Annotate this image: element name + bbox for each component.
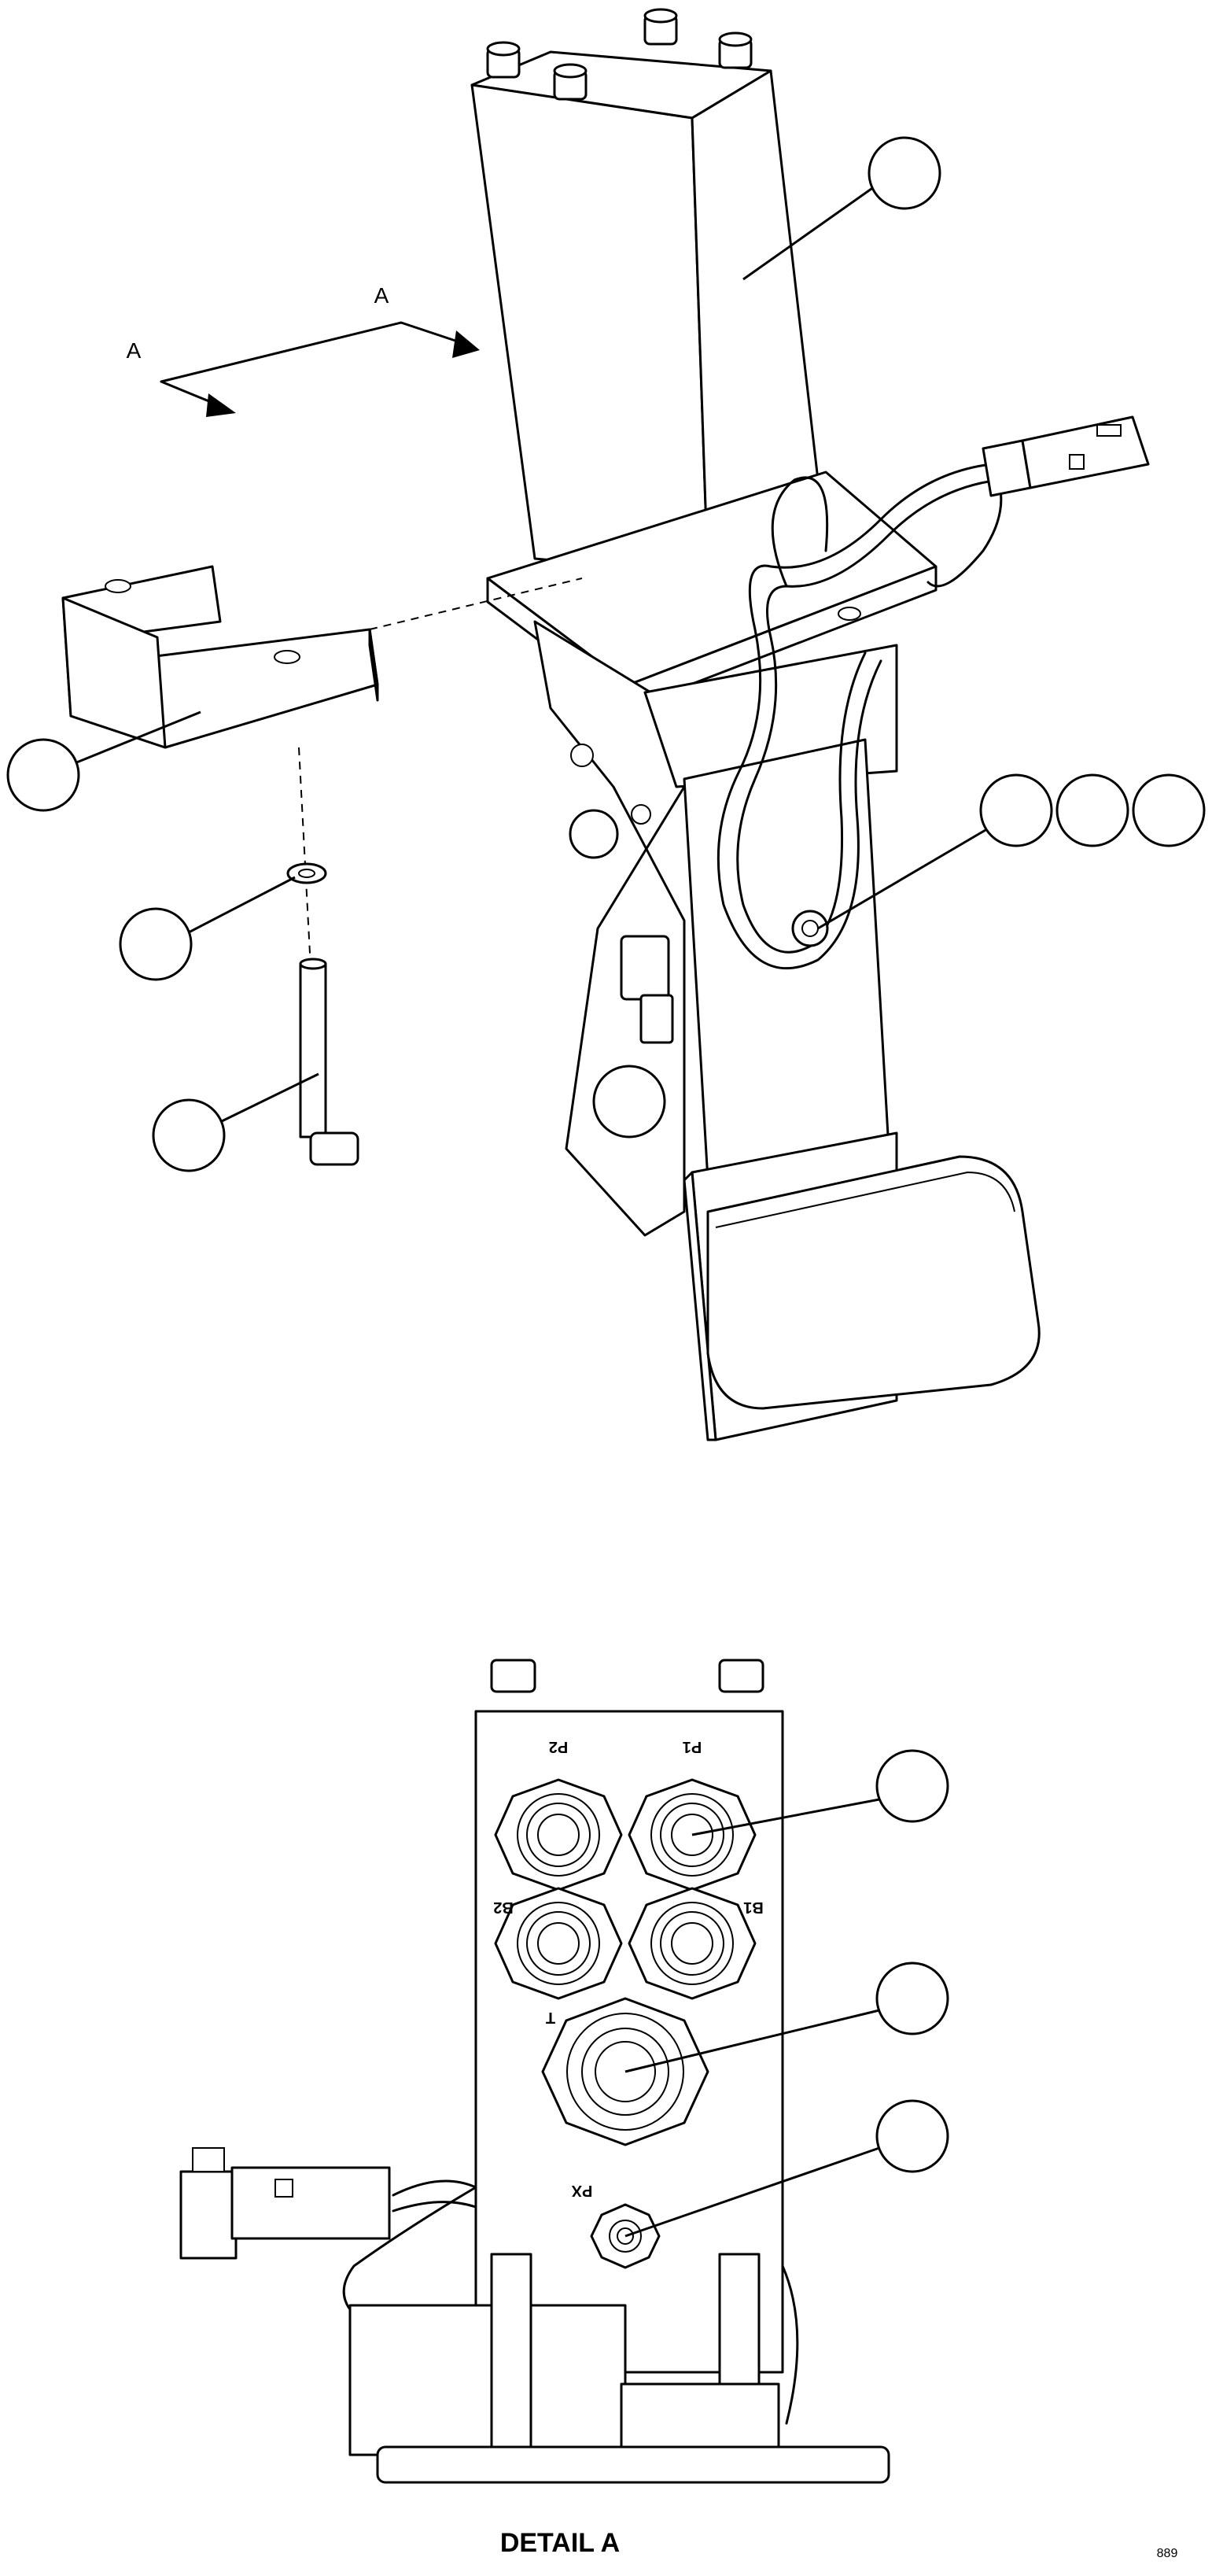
detail-a-view: P2 P1 B2 B1 xyxy=(179,1659,949,2558)
callout-port-t xyxy=(875,1962,949,2035)
port-px-label: PX xyxy=(571,2182,592,2199)
port-t-label: T xyxy=(546,2009,555,2026)
main-assembly-view: A A xyxy=(6,8,1206,1441)
port-b2: B2 xyxy=(493,1887,623,2000)
callouts-main xyxy=(6,136,1206,1172)
callout-clamp-2 xyxy=(1055,773,1129,847)
harness-connector xyxy=(982,415,1150,497)
callout-clamp-3 xyxy=(1132,773,1206,847)
clamp-nut xyxy=(791,910,829,947)
port-p2: P2 xyxy=(494,1738,623,1891)
callout-bolt xyxy=(152,1098,226,1172)
detail-harness-connector xyxy=(179,2147,391,2260)
detail-top-fittings xyxy=(490,1659,764,1693)
port-b1: B1 xyxy=(628,1887,764,2000)
callout-valve-body xyxy=(868,136,941,210)
mounting-block xyxy=(61,565,583,749)
washer xyxy=(286,747,327,969)
pedal-switch-connector xyxy=(620,935,674,1044)
port-b2-label: B2 xyxy=(493,1899,514,1916)
reference-code: 889 xyxy=(1157,2547,1178,2560)
port-b1-label: B1 xyxy=(743,1899,764,1916)
callout-clamp-1 xyxy=(979,773,1053,847)
callout-mounting-block xyxy=(6,738,80,812)
view-arrow-label-left: A xyxy=(127,338,142,363)
callout-washer xyxy=(119,907,193,981)
detail-caption: DETAIL A xyxy=(500,2528,620,2558)
pedal-pad xyxy=(706,1155,1041,1410)
detail-pedal-base xyxy=(348,2253,890,2484)
top-fittings xyxy=(486,8,753,101)
view-arrow-label-right: A xyxy=(374,283,389,308)
port-p2-label: P2 xyxy=(549,1738,568,1755)
valve-body xyxy=(470,8,820,576)
pedal-body xyxy=(533,620,1041,1441)
callout-port-px xyxy=(875,2099,949,2173)
detail-wire-harness xyxy=(179,2147,477,2323)
wire-harness xyxy=(716,415,1150,970)
callouts-detail xyxy=(624,1749,949,2238)
section-view-arrows: A A xyxy=(127,283,480,417)
port-p1-label: P1 xyxy=(683,1738,702,1755)
callout-port-p1 xyxy=(875,1749,949,1823)
bolt xyxy=(299,958,359,1166)
